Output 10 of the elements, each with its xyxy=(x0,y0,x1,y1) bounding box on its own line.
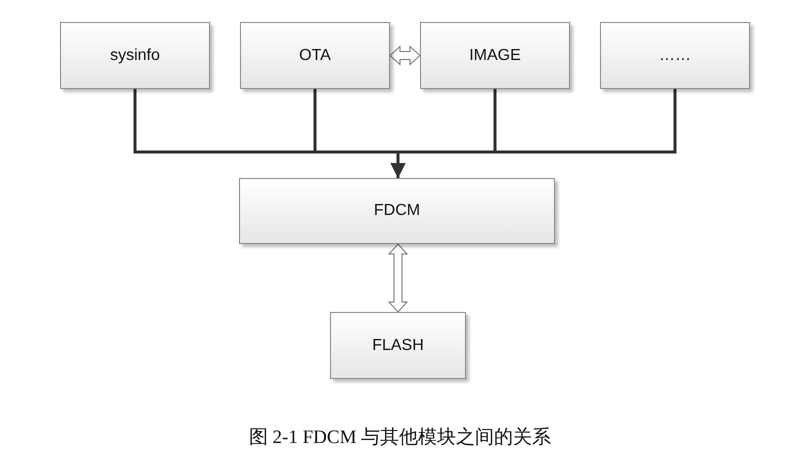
module-box: FDCM xyxy=(239,178,555,244)
double-arrow xyxy=(388,243,408,313)
connector-arrow xyxy=(390,89,676,178)
module-box: IMAGE xyxy=(420,22,570,89)
module-box: FLASH xyxy=(330,312,466,379)
module-box: OTA xyxy=(240,22,390,89)
module-box: sysinfo xyxy=(60,22,210,89)
figure-caption: 图 2-1 FDCM 与其他模块之间的关系 xyxy=(248,426,552,450)
double-arrow xyxy=(389,45,421,66)
module-box: …… xyxy=(600,22,750,89)
